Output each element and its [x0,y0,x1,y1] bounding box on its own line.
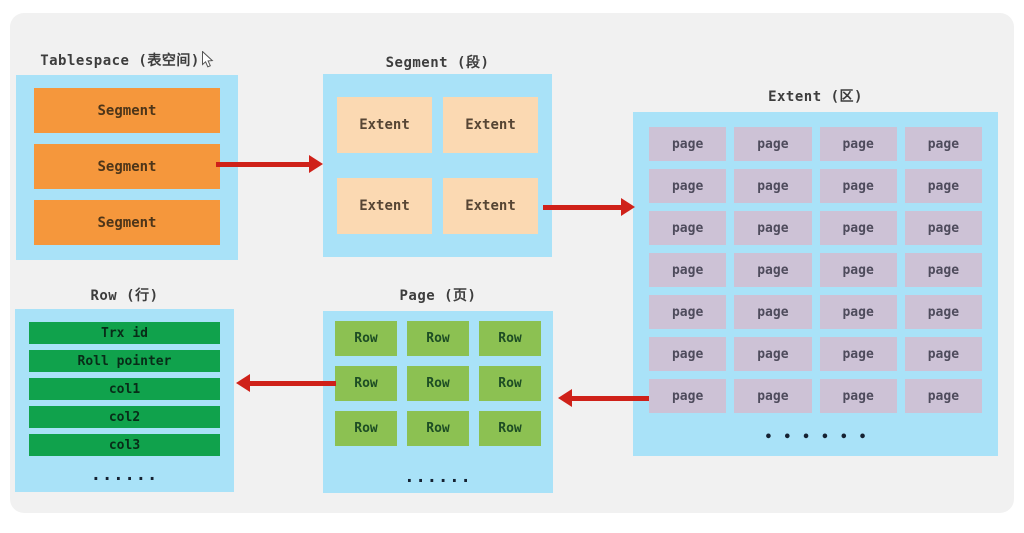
segment-block: Segment [34,200,220,245]
page-block: page [819,337,897,371]
segment-title: Segment (段) [323,52,552,72]
row-field: col3 [29,434,220,456]
page-block: page [734,169,812,203]
page-block: page [819,295,897,329]
row-container: Trx id Roll pointer col1 col2 col3...... [15,309,234,492]
arrow-page-to-row [236,374,336,392]
extent-title-text: Extent (区) [768,89,863,105]
page-block: page [904,169,982,203]
segment-title-text: Segment (段) [385,55,490,71]
row-block: Row [407,321,469,356]
page-block: page [904,211,982,245]
page-block: page [904,295,982,329]
row-field: Roll pointer [29,350,220,372]
row-block: Row [479,321,541,356]
page-block: page [904,379,982,413]
row-field: Trx id [29,322,220,344]
row-block: Row [479,366,541,401]
row-block: Row [407,411,469,446]
page-block: page [734,211,812,245]
segment-block: Segment [34,144,220,189]
page-block: page [734,337,812,371]
page-block: page [819,211,897,245]
page-block: page [819,379,897,413]
row-title-text: Row (行) [90,288,159,304]
extent-block: Extent [443,178,538,234]
row-block: Row [407,366,469,401]
page-block: page [649,211,727,245]
page-block: page [904,337,982,371]
page-block: page [649,337,727,371]
page-block: page [904,253,982,287]
extent-title: Extent (区) [633,86,998,106]
page-ellipsis: ...... [404,467,472,487]
page-title-text: Page (页) [399,288,477,304]
page-block: page [734,379,812,413]
page-title: Page (页) [323,285,553,305]
row-block: Row [479,411,541,446]
extent-block: Extent [443,97,538,153]
row-block: Row [335,366,397,401]
row-title: Row (行) [15,285,234,305]
page-block: page [734,253,812,287]
page-block: page [734,127,812,161]
tablespace-title-text: Tablespace (表空间) [40,53,200,69]
page-block: page [819,253,897,287]
arrow-segment-to-extent [543,198,635,216]
page-block: page [734,295,812,329]
page-block: page [819,127,897,161]
row-field: col1 [29,378,220,400]
page-block: page [904,127,982,161]
page-block: page [649,127,727,161]
segment-block: Segment [34,88,220,133]
page-block: page [819,169,897,203]
page-block: page [649,379,727,413]
extent-block: Extent [337,97,432,153]
page-block: page [649,295,727,329]
mouse-pointer-icon [201,49,214,72]
arrow-tablespace-to-segment [216,155,323,173]
extent-ellipsis: •••••• [764,430,878,445]
row-block: Row [335,411,397,446]
row-field: col2 [29,406,220,428]
tablespace-title: Tablespace (表空间) [16,49,238,72]
extent-block: Extent [337,178,432,234]
page-block: page [649,169,727,203]
arrow-extent-to-page [558,389,649,407]
row-block: Row [335,321,397,356]
page-block: page [649,253,727,287]
row-ellipsis: ...... [90,465,159,485]
